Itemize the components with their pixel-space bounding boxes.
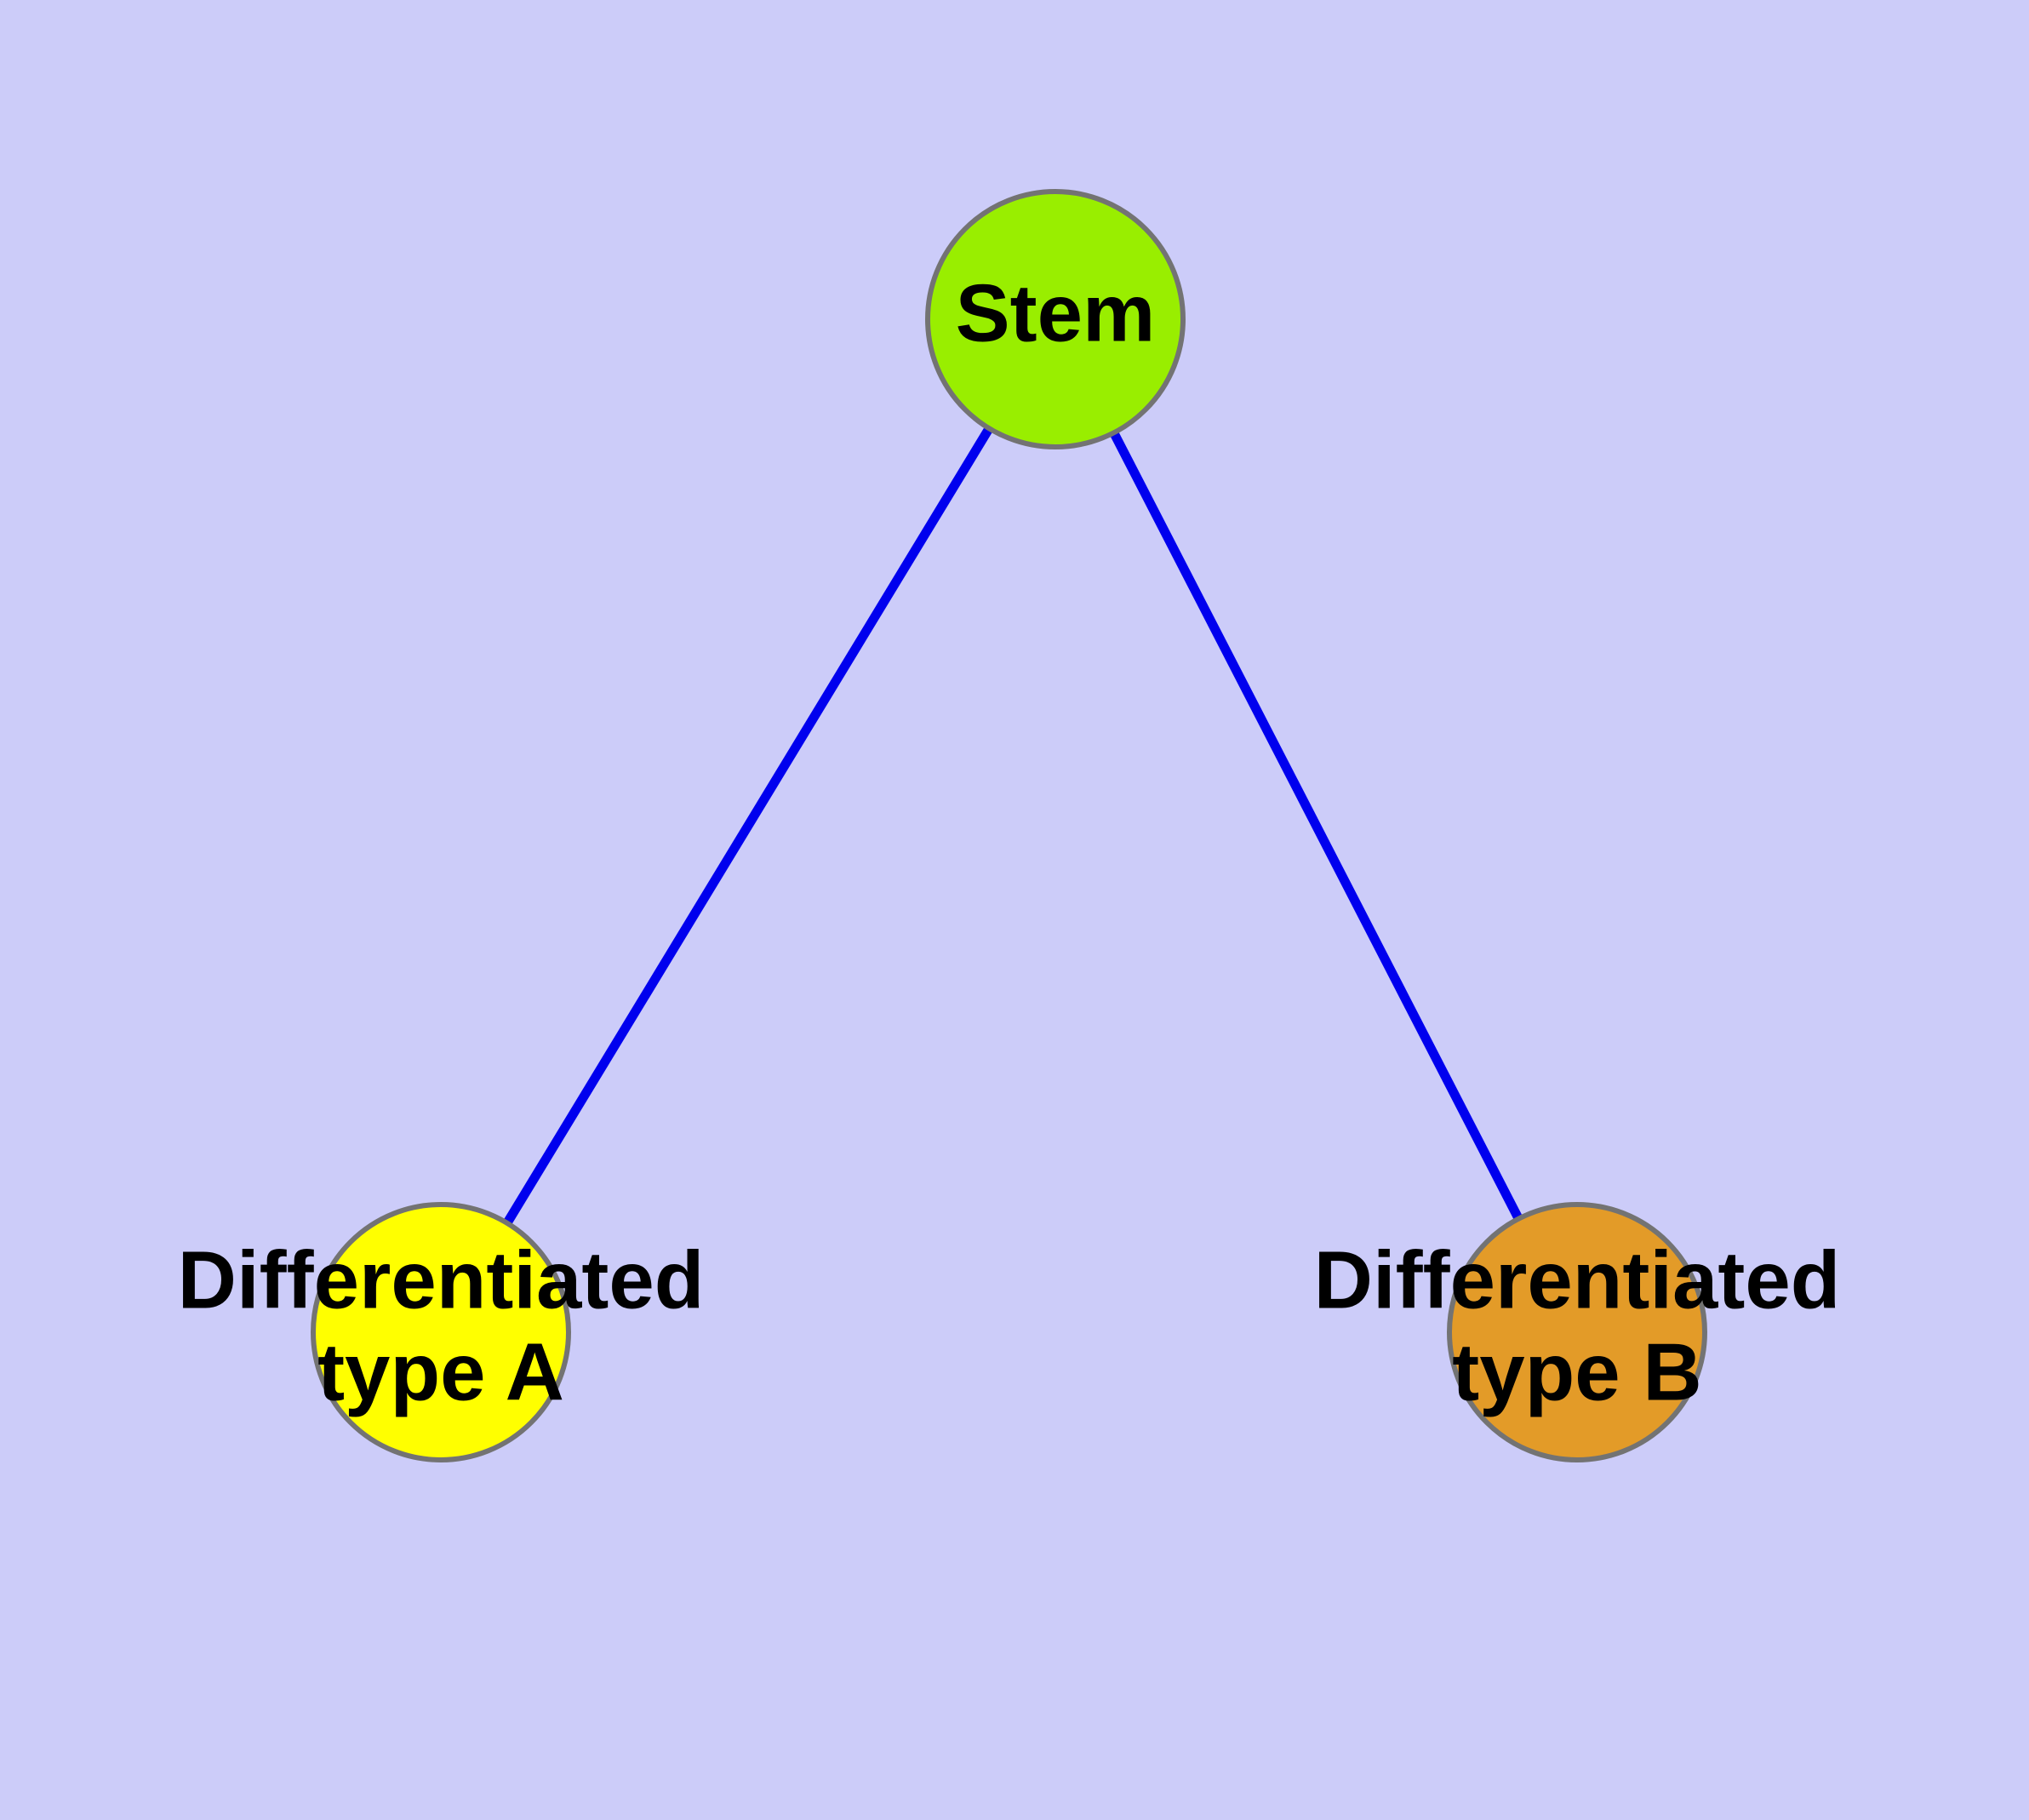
- node-stem[interactable]: Stem: [925, 189, 1186, 449]
- node-circle-diff-a[interactable]: [311, 1202, 571, 1462]
- node-label-diff-a-line-2: type A: [317, 1326, 564, 1417]
- node-label-stem: Stem: [956, 267, 1156, 358]
- edge-layer: [503, 426, 1523, 1226]
- node-label-diff-a-line-1: Differentiated: [178, 1234, 705, 1325]
- node-label-diff-b-line-2: type B: [1452, 1326, 1701, 1417]
- node-circle-diff-b[interactable]: [1447, 1202, 1707, 1462]
- node-label-diff-b-line-1: Differentiated: [1314, 1234, 1841, 1325]
- node-circle-stem[interactable]: [925, 189, 1186, 449]
- edge-stem-to-diff-b: [1109, 430, 1523, 1222]
- edge-stem-to-diff-a: [503, 426, 993, 1226]
